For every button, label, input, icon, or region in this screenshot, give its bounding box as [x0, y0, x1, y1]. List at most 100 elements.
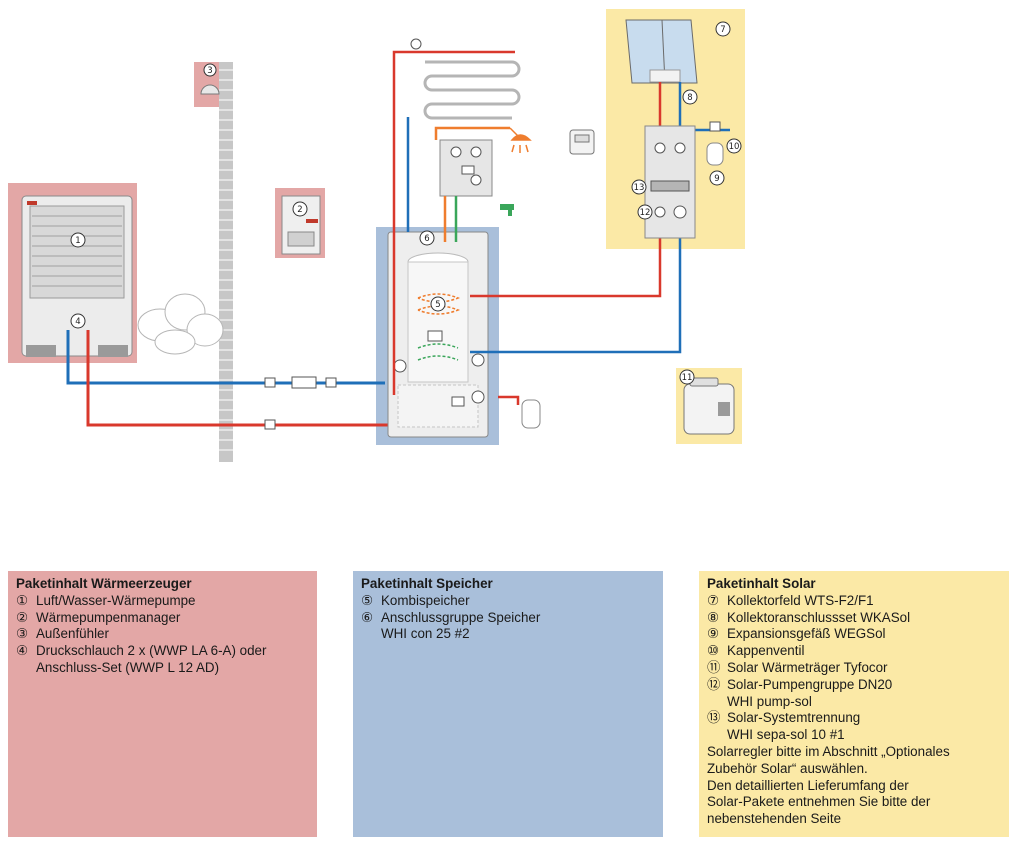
list-item: ⑨ Expansionsgefäß WEGSol	[707, 626, 1001, 643]
item-text: Solar-Systemtrennung	[727, 710, 861, 726]
svg-text:11: 11	[682, 373, 693, 383]
marker-5: 5	[430, 296, 446, 312]
item-number: ⑪	[707, 659, 721, 675]
item-number: ⑫	[707, 676, 721, 692]
marker-12: 12	[637, 204, 653, 220]
svg-text:9: 9	[714, 174, 719, 184]
solar-fluid-canister	[683, 377, 735, 435]
list-item: ① Luft/Wasser-Wärmepumpe	[16, 593, 309, 610]
hp-pipe-fittings	[264, 376, 337, 430]
item-text: Wärmepumpenmanager	[36, 609, 181, 625]
item-continuation: WHI pump-sol	[727, 693, 812, 709]
item-number: ⑦	[707, 592, 720, 608]
fresh-water-station	[439, 139, 493, 197]
item-text: Solar-Pumpengruppe DN20	[727, 676, 893, 692]
radiator-coil	[423, 60, 521, 120]
item-number: ⑬	[707, 710, 721, 726]
storage-pumps	[393, 330, 485, 407]
marker-7: 7	[715, 21, 731, 37]
svg-text:5: 5	[435, 300, 440, 310]
pipe-solar-return	[470, 236, 682, 354]
pipe-solar-flow	[470, 236, 662, 298]
marker-8: 8	[682, 89, 698, 105]
marker-3: 3	[203, 63, 217, 77]
exhaust-air-cloud	[137, 293, 224, 355]
panel-storage: Paketinhalt Speicher ⑤ Kombispeicher ⑥ Ans…	[353, 571, 663, 837]
panel-title-storage: Paketinhalt Speicher	[361, 576, 493, 591]
pipe-hp-flow	[66, 330, 385, 385]
item-text: Kollektorfeld WTS-F2/F1	[727, 592, 874, 608]
marker-10: 10	[726, 138, 742, 154]
marker-2: 2	[292, 201, 308, 217]
item-text: Expansionsgefäß WEGSol	[727, 626, 886, 642]
tap-icon	[500, 204, 514, 216]
svg-text:1: 1	[75, 236, 80, 246]
marker-6: 6	[419, 230, 435, 246]
item-text: Anschlussgruppe Speicher	[381, 609, 541, 625]
svg-text:12: 12	[640, 208, 651, 218]
item-text: Solar Wärmeträger Tyfocor	[727, 659, 888, 675]
storage-expansion-vessel	[521, 399, 541, 429]
list-item: ④ Druckschlauch 2 x (WWP LA 6-A) oder	[16, 643, 309, 660]
pipe-expansion	[498, 395, 520, 405]
note-line: Solar-Pakete entnehmen Sie bitte der	[707, 794, 931, 810]
item-number: ①	[16, 592, 29, 608]
item-continuation: WHI con 25 #2	[381, 626, 470, 642]
marker-13: 13	[631, 179, 647, 195]
item-continuation: Anschluss-Set (WWP L 12 AD)	[36, 659, 220, 675]
marker-9: 9	[709, 170, 725, 186]
air-water-heat-pump	[21, 195, 133, 357]
svg-text:13: 13	[634, 183, 645, 193]
item-number: ⑤	[361, 592, 374, 608]
list-item: ⑬ Solar-Systemtrennung	[707, 710, 1001, 727]
item-number: ④	[16, 643, 29, 659]
list-item: ⑧ Kollektoranschlussset WKASol	[707, 610, 1001, 627]
solar-collector	[625, 19, 698, 84]
system-diagram: 1 2 3 4 5 6 7 8 9 10 11 12 13	[8, 9, 745, 462]
item-number: ②	[16, 609, 29, 625]
pipe-hp-return	[86, 330, 390, 427]
item-text: Kollektoranschlussset WKASol	[727, 609, 911, 625]
list-item: ⑤ Kombispeicher	[361, 593, 655, 610]
shower-icon	[509, 127, 532, 153]
list-item: ② Wärmepumpenmanager	[16, 610, 309, 627]
panel-heat-generator: Paketinhalt Wärmeerzeuger ① Luft/Wasser-W…	[8, 571, 317, 837]
solar-pump-group	[644, 125, 696, 239]
list-item: ⑫ Solar-Pumpengruppe DN20	[707, 677, 1001, 694]
list-item: ⑦ Kollektorfeld WTS-F2/F1	[707, 593, 1001, 610]
wall-brick-lines	[219, 69, 233, 451]
item-number: ⑧	[707, 609, 720, 625]
note-line: Zubehör Solar“ auswählen.	[707, 760, 868, 776]
marker-1: 1	[70, 232, 86, 248]
item-text: Kombispeicher	[381, 592, 470, 608]
pipe-hot-water	[434, 126, 510, 140]
svg-text:7: 7	[720, 25, 725, 35]
list-item: ⑪ Solar Wärmeträger Tyfocor	[707, 660, 1001, 677]
combi-storage-tank	[387, 231, 489, 438]
item-number: ⑥	[361, 609, 374, 625]
svg-text:8: 8	[687, 93, 692, 103]
list-item: ⑥ Anschlussgruppe Speicher	[361, 610, 655, 627]
cap-valve	[709, 121, 721, 132]
marker-4: 4	[70, 313, 86, 329]
panel-title-heat-generator: Paketinhalt Wärmeerzeuger	[16, 576, 192, 591]
note-line: Den detaillierten Lieferumfang der	[707, 777, 909, 793]
item-continuation: WHI sepa-sol 10 #1	[727, 727, 845, 743]
house-wall	[219, 62, 233, 462]
svg-text:3: 3	[207, 66, 212, 76]
motor-valve-top	[410, 38, 422, 50]
svg-text:2: 2	[297, 205, 302, 215]
item-number: ⑩	[707, 643, 720, 659]
item-text: Außenfühler	[36, 626, 109, 642]
item-text: Kappenventil	[727, 643, 805, 659]
item-text: Druckschlauch 2 x (WWP LA 6-A) oder	[36, 643, 267, 659]
item-number: ⑨	[707, 626, 720, 642]
note-line: nebenstehenden Seite	[707, 811, 842, 827]
item-text: Luft/Wasser-Wärmepumpe	[36, 592, 196, 608]
note-line: Solarregler bitte im Abschnitt „Optional…	[707, 743, 950, 759]
pipe-radiator-flow	[392, 50, 515, 395]
list-item: ⑩ Kappenventil	[707, 643, 1001, 660]
svg-text:4: 4	[75, 317, 80, 327]
